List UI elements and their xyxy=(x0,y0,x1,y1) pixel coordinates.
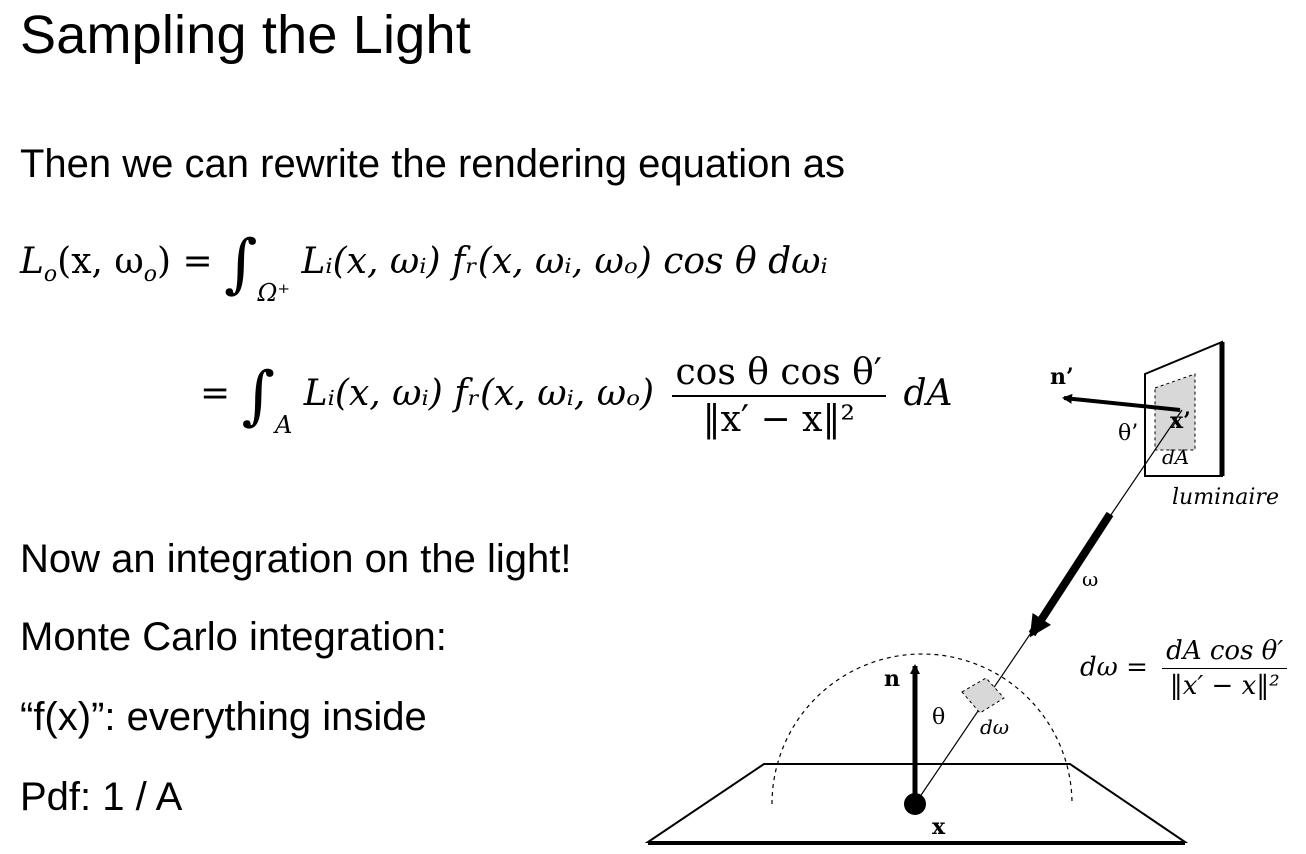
label-n: n xyxy=(884,666,900,692)
eq-lhs-args: (x, ω xyxy=(57,241,144,282)
solid-angle-fraction: dA cos θ′ ‖x′ − x‖² xyxy=(1162,636,1288,701)
eq-lhs-subscript: o xyxy=(43,262,58,288)
label-dA: dA xyxy=(1162,445,1189,469)
bullet-item: Pdf: 1 / A xyxy=(20,775,183,819)
eq-line2-integrand: Lᵢ(x, ωᵢ) fᵣ(x, ωᵢ, ωₒ) xyxy=(303,373,655,414)
bullet-item: Now an integration on the light! xyxy=(20,537,572,581)
luminaire-patch-dA xyxy=(1154,373,1196,451)
label-theta-prime: θ’ xyxy=(1118,421,1138,446)
light-sampling-diagram: n’ θ’ x’ dA luminaire ω n θ dω x xyxy=(644,340,1279,845)
label-luminaire: luminaire xyxy=(1172,485,1279,510)
eq-line2-differential: dA xyxy=(903,373,953,414)
label-omega: ω xyxy=(1082,567,1098,591)
label-theta: θ xyxy=(932,705,945,730)
integral-sign-icon: ∫ xyxy=(224,227,258,301)
hemisphere-outline xyxy=(771,653,1073,805)
eq-line2-fraction-numerator: cos θ cos θ′ xyxy=(671,352,886,397)
label-n-prime: n’ xyxy=(1050,364,1074,390)
eq-line1-domain: Ω⁺ xyxy=(257,279,291,307)
eq-lhs-args-subscript: o xyxy=(143,262,157,288)
light-normal-arrow xyxy=(1062,393,1181,412)
solid-angle-fraction-denominator: ‖x′ − x‖² xyxy=(1169,671,1280,701)
solid-angle-equation: dω = dA cos θ′ ‖x′ − x‖² xyxy=(1080,636,1293,701)
rendering-equation-line-1: Lo(x, ωo) = ∫Ω⁺ Lᵢ(x, ωᵢ) fᵣ(x, ωᵢ, ωₒ) … xyxy=(20,232,828,307)
eq-line2-domain: A xyxy=(274,411,293,439)
eq-line2-fraction-denominator: ‖x′ − x‖² xyxy=(702,399,855,440)
solid-angle-fraction-numerator: dA cos θ′ xyxy=(1162,636,1288,669)
integral-sign-icon: ∫ xyxy=(241,359,275,433)
direction-omega-arrow xyxy=(1028,511,1114,638)
label-d-omega: dω xyxy=(980,715,1009,739)
eq-lhs-symbol: L xyxy=(20,241,44,282)
solid-angle-patch xyxy=(961,677,1005,714)
bullet-item: Monte Carlo integration: xyxy=(20,615,447,659)
eq-line1-equals: ) = xyxy=(157,241,213,282)
eq-line2-equals: = xyxy=(200,373,231,414)
eq-line2-fraction: cos θ cos θ′ ‖x′ − x‖² xyxy=(671,352,886,440)
solid-angle-equation-lhs: dω = xyxy=(1080,652,1148,683)
label-x-prime: x’ xyxy=(1170,408,1191,434)
bullet-item: “f(x)”: everything inside xyxy=(20,695,427,739)
rendering-equation-line-2: = ∫A Lᵢ(x, ωᵢ) fᵣ(x, ωᵢ, ωₒ) cos θ cos θ… xyxy=(200,352,952,440)
slide-title: Sampling the Light xyxy=(20,5,471,65)
label-x: x xyxy=(932,814,946,840)
intro-text: Then we can rewrite the rendering equati… xyxy=(20,142,845,186)
eq-line1-integrand: Lᵢ(x, ωᵢ) fᵣ(x, ωᵢ, ωₒ) cos θ dωᵢ xyxy=(301,241,828,282)
